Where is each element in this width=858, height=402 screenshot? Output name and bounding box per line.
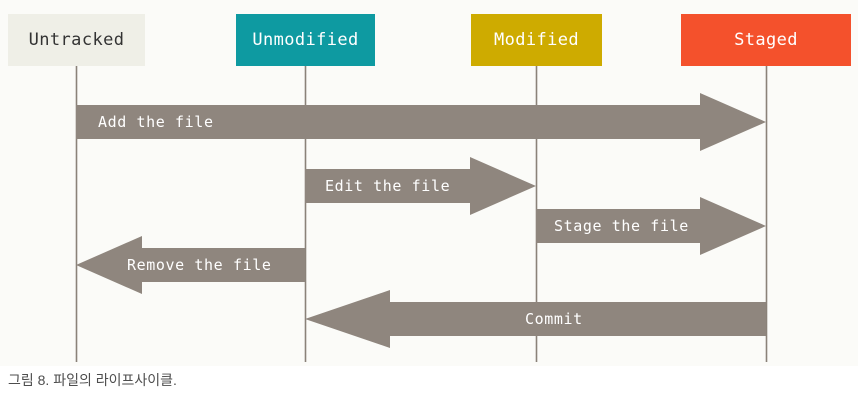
state-box-unmodified-label: Unmodified [252,30,359,50]
diagram-canvas: Untracked Unmodified Modified Staged Add… [8,14,851,362]
diagram-graphics [75,66,768,362]
state-box-untracked-label: Untracked [28,30,125,50]
arrow-edit-the-file [305,157,536,215]
state-box-staged[interactable]: Staged [681,14,851,66]
state-box-staged-label: Staged [734,30,798,50]
arrow-commit [305,290,766,348]
figure-caption: 그림 8. 파일의 라이프사이클. [8,372,177,388]
arrow-stage-the-file [536,197,766,255]
state-box-modified[interactable]: Modified [471,14,602,66]
arrow-add-the-file [76,93,766,151]
state-box-unmodified[interactable]: Unmodified [236,14,375,66]
arrows-group [76,93,766,348]
state-box-untracked[interactable]: Untracked [8,14,145,66]
arrow-remove-the-file [76,236,305,294]
state-box-modified-label: Modified [493,30,580,50]
